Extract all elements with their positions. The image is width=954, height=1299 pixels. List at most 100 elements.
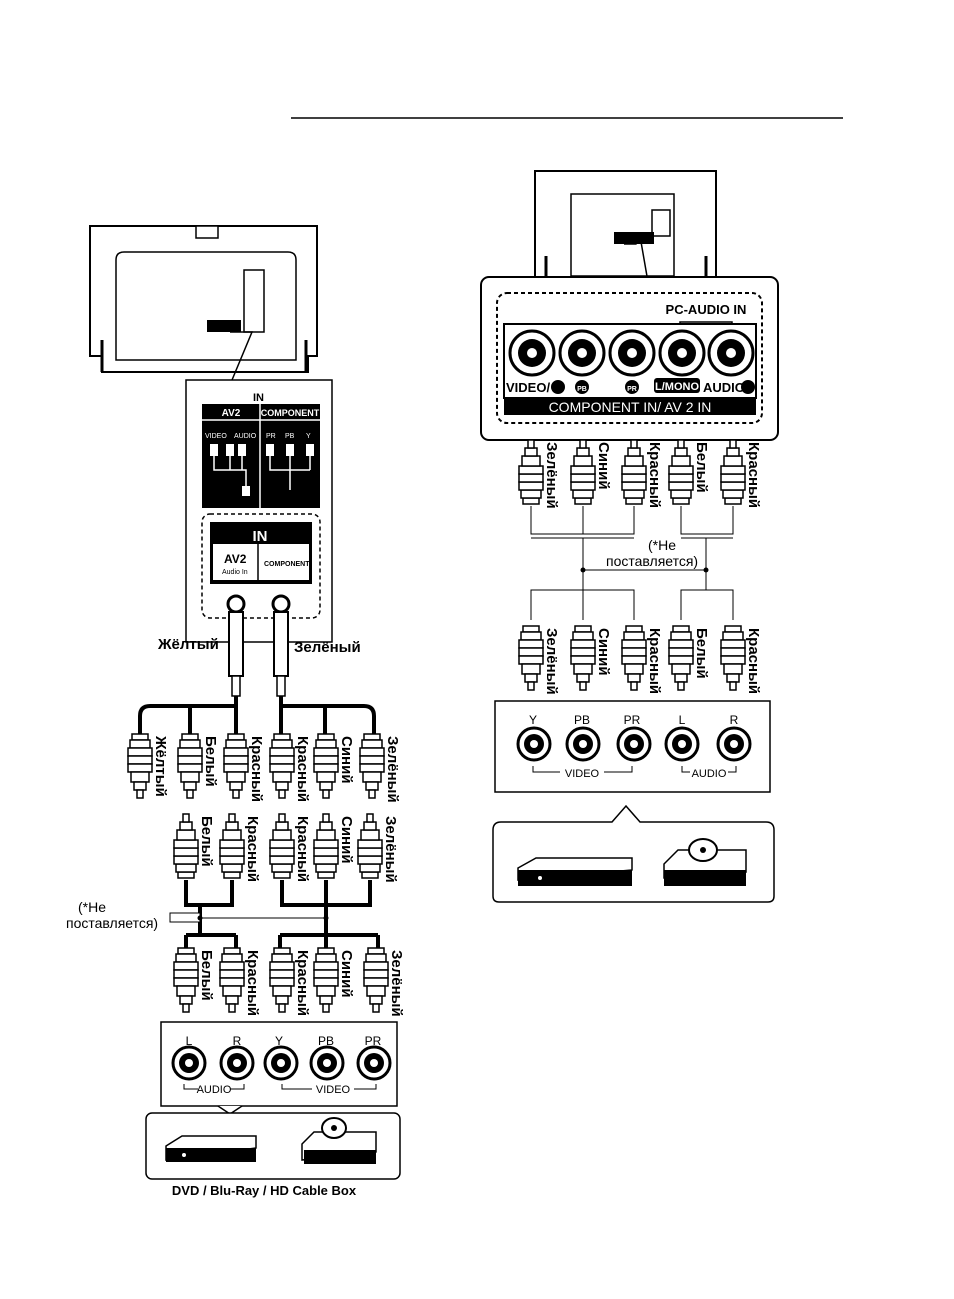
source-device-panel-left: L R Y PB PR AUDIO VIDEO	[160, 1021, 398, 1115]
device-audio-label: AUDIO	[197, 1084, 232, 1096]
plug-color-label: Синий	[595, 628, 612, 676]
rca-plug	[313, 947, 339, 1013]
rca-plug	[219, 813, 245, 879]
plug-color-label: Синий	[595, 442, 612, 490]
plug-color-label: Белый	[693, 628, 710, 679]
jack-pr-panel	[608, 329, 656, 377]
panel-pb-label: PB	[577, 386, 587, 393]
rca-plug	[313, 733, 339, 799]
rca-plug	[621, 625, 647, 691]
rca-plug	[570, 625, 596, 691]
left-diagram: IN AV2 COMPONENT VIDEO AUDIO PR PB Y IN	[66, 225, 405, 1198]
jack-audio-r	[219, 1045, 255, 1081]
jack-pb-panel	[558, 329, 606, 377]
plate-in-title: IN	[253, 528, 268, 545]
comp-pr-label: PR	[266, 433, 276, 440]
rca-plug	[668, 439, 694, 505]
cable-label-green: Зелёный	[294, 639, 361, 656]
rca-plug	[518, 439, 544, 505]
plug-color-label: Красный	[646, 442, 663, 508]
rca-plug	[127, 733, 153, 799]
left-plug-row-3: Белый Красный Красный Синий Зелёный	[173, 947, 405, 1017]
set-top-box-icon-right	[518, 870, 632, 886]
jack-video-y-panel	[508, 329, 556, 377]
rca-plug	[621, 439, 647, 505]
plate-audio-in: Audio In	[222, 569, 248, 576]
rca-plug	[269, 733, 295, 799]
pb-badge	[575, 380, 589, 394]
rca-plug	[219, 947, 245, 1013]
panel-video-y-label: VIDEO/	[506, 380, 550, 395]
plug-color-label: Красный	[248, 736, 265, 802]
jack-r-video-pr	[616, 726, 652, 762]
plug-color-label: Синий	[338, 816, 355, 864]
plug-color-label: Красный	[294, 736, 311, 802]
av2-mini-jack	[226, 594, 246, 614]
av2-audio-label: AUDIO	[234, 433, 257, 440]
component-mini-jack	[271, 594, 291, 614]
tv-input-panel-left: IN AV2 COMPONENT VIDEO AUDIO PR PB Y IN	[185, 379, 333, 643]
plug-color-label: Красный	[244, 950, 261, 1016]
av2-header: AV2	[222, 408, 241, 419]
plug-color-label: Красный	[294, 816, 311, 882]
plug-color-label: Зелёный	[388, 950, 405, 1017]
device-r-pr-label: PR	[624, 713, 641, 727]
not-supplied-label-right-2: поставляется)	[606, 553, 698, 569]
plug-color-label: Красный	[646, 628, 663, 694]
device-l-label: L	[186, 1034, 193, 1048]
device-pr-label: PR	[365, 1034, 382, 1048]
plug-color-label: Зелёный	[384, 736, 401, 803]
panel-l-mono-label: L/MONO	[655, 381, 699, 393]
plug-color-label: Красный	[294, 950, 311, 1016]
plate-component: COMPONENT	[264, 561, 310, 568]
plug-color-label: Белый	[198, 816, 215, 867]
jack-r-audio-r	[716, 726, 752, 762]
plug-color-label: Синий	[338, 950, 355, 998]
rca-plug	[313, 813, 339, 879]
component-header: COMPONENT	[261, 408, 320, 418]
device-pb-label: PB	[318, 1034, 334, 1048]
rca-plug	[269, 813, 295, 879]
device-r-audio-label: AUDIO	[692, 768, 727, 780]
comp-y-label: Y	[306, 433, 311, 440]
plug-color-label: Синий	[338, 736, 355, 784]
rca-plug	[223, 733, 249, 799]
av2-video-label: VIDEO	[205, 433, 227, 440]
jack-r-video-y	[516, 726, 552, 762]
pr-badge	[625, 380, 639, 394]
plug-color-label: Красный	[745, 628, 762, 694]
jack-l-mono-panel	[658, 329, 706, 377]
plug-color-label: Зелёный	[543, 628, 560, 695]
plug-color-label: Белый	[198, 950, 215, 1001]
device-y-label: Y	[275, 1034, 283, 1048]
rca-plug	[173, 813, 199, 879]
device-r-label: R	[233, 1034, 242, 1048]
plug-color-label: Зелёный	[382, 816, 399, 883]
jack-video-y	[263, 1045, 299, 1081]
rca-plug	[357, 813, 383, 879]
tv-input-panel-right: PC-AUDIO IN VIDEO/ PB PR L/MONO AUDIO CO…	[480, 276, 779, 441]
rca-plug	[720, 625, 746, 691]
device-r-r-label: R	[730, 713, 739, 727]
not-supplied-label-left-1: (*Не	[78, 899, 106, 915]
plate-av2: AV2	[224, 552, 247, 566]
not-supplied-label-left-2: поставляется)	[66, 915, 158, 931]
device-r-l-label: L	[679, 713, 686, 727]
plug-color-label: Жёлтый	[152, 735, 169, 797]
set-top-box-icon	[166, 1148, 256, 1162]
source-devices-right	[492, 804, 775, 903]
source-device-panel-right: Y PB PR L R VIDEO AUDIO	[494, 700, 771, 793]
mini-plug-av2	[228, 611, 244, 677]
panel-pr-label: PR	[627, 386, 637, 393]
device-r-y-label: Y	[529, 713, 537, 727]
device-r-video-label: VIDEO	[565, 768, 600, 780]
plug-color-label: Зелёный	[543, 442, 560, 509]
device-caption: DVD / Blu-Ray / HD Cable Box	[172, 1183, 357, 1198]
jack-video-pr	[356, 1045, 392, 1081]
rca-plug	[363, 947, 389, 1013]
jack-video-pb	[309, 1045, 345, 1081]
comp-pb-label: PB	[285, 433, 295, 440]
